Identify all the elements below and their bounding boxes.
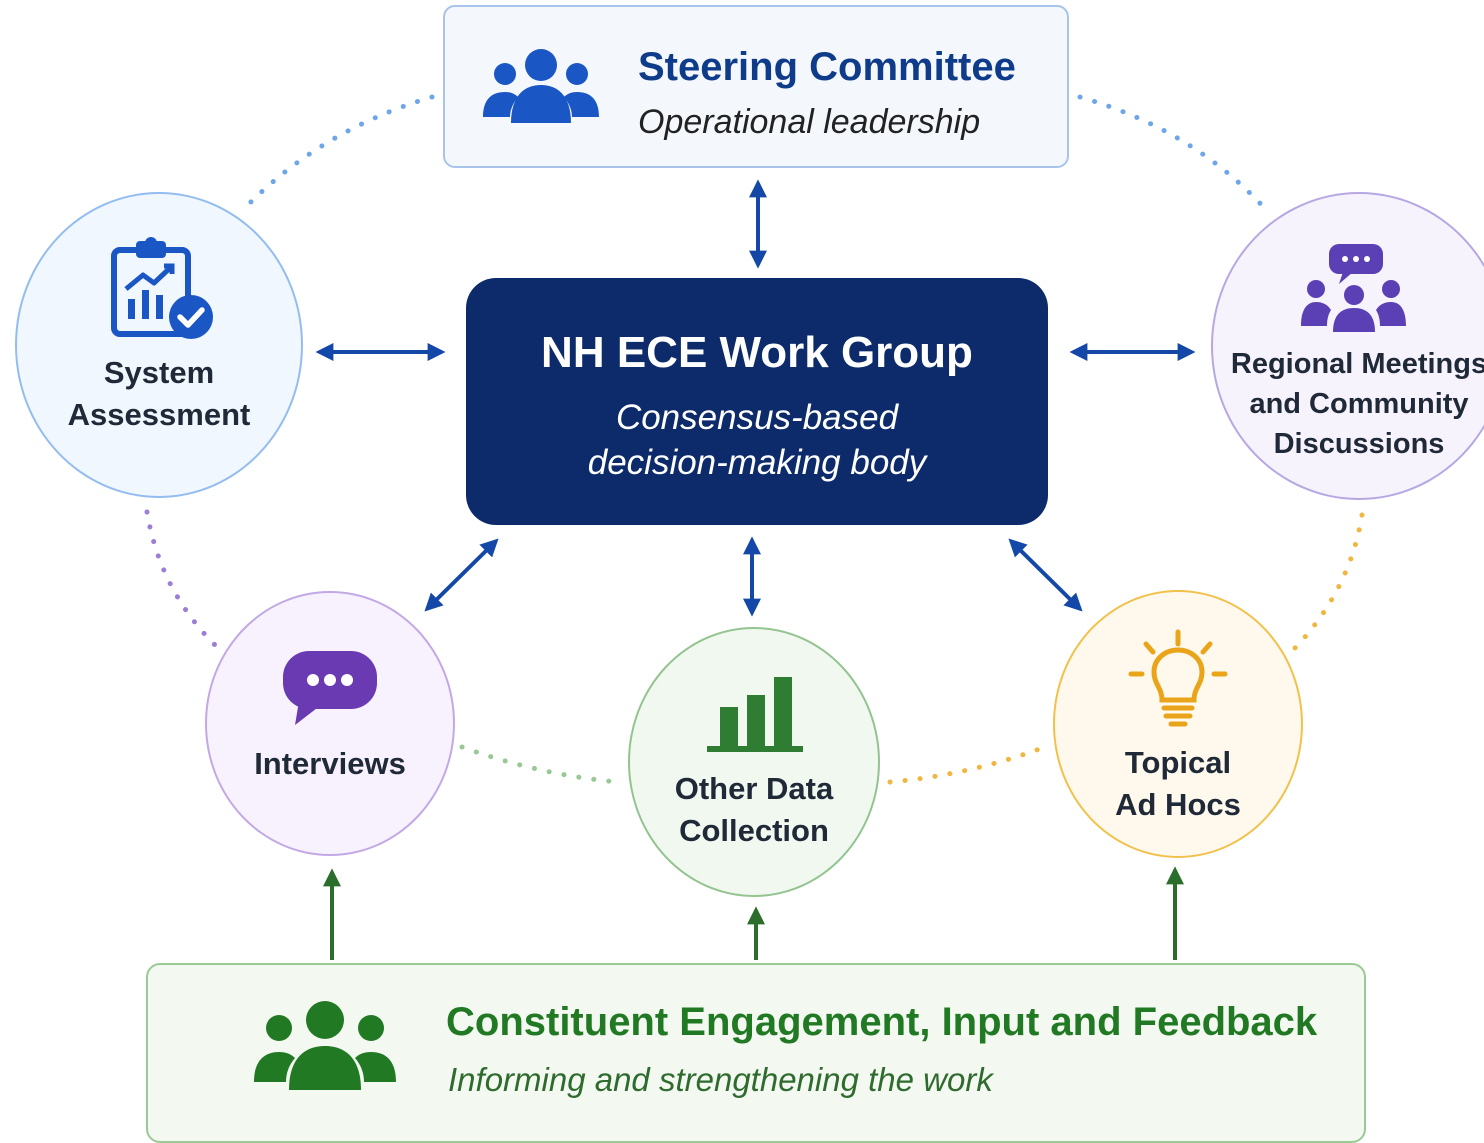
constituent-engagement-title: Constituent Engagement, Input and Feedba… [446, 1000, 1318, 1044]
regional-meetings-label-line1: Regional Meetings [1230, 348, 1484, 380]
group-chat-icon [1301, 244, 1406, 332]
arrow-topical-workgroup [1008, 538, 1083, 612]
dotted-link-regional-topical [1292, 512, 1365, 651]
work-group-subtitle-line2: decision-making body [587, 443, 927, 482]
steering-committee-title: Steering Committee [638, 45, 1016, 89]
dotted-link-system-interviews [144, 509, 218, 648]
bar-chart-icon [707, 677, 803, 752]
constituent-engagement-subtitle: Informing and strengthening the work [448, 1061, 993, 1098]
steering-committee-box: Steering Committee Operational leadershi… [443, 5, 1069, 168]
people-group-icon [483, 49, 599, 123]
steering-committee-subtitle: Operational leadership [638, 103, 981, 141]
topical-ad-hocs-node: Topical Ad Hocs [1053, 590, 1303, 858]
people-group-icon [254, 1001, 396, 1090]
dotted-link-interviews-otherdata [459, 744, 621, 785]
work-group-title: NH ECE Work Group [541, 328, 973, 377]
clipboard-chart-check-icon [111, 237, 213, 339]
system-assessment-label-line1: System [103, 355, 215, 390]
constituent-engagement-box: Constituent Engagement, Input and Feedba… [146, 963, 1366, 1143]
arrow-interviews-workgroup [424, 538, 499, 612]
other-data-collection-label-line2: Collection [679, 813, 829, 848]
regional-meetings-label-line2: and Community [1249, 388, 1469, 420]
topical-ad-hocs-label-line1: Topical [1124, 745, 1232, 780]
lightbulb-icon [1128, 629, 1228, 727]
other-data-collection-node: Other Data Collection [628, 627, 880, 897]
system-assessment-label-line2: Assessment [67, 397, 251, 432]
other-data-collection-label-line1: Other Data [674, 771, 834, 806]
speech-bubble-icon [283, 651, 377, 725]
interviews-node: Interviews [205, 591, 455, 856]
system-assessment-node: System Assessment [15, 192, 303, 498]
interviews-label: Interviews [254, 746, 406, 781]
dotted-link-otherdata-topical [887, 744, 1048, 785]
dotted-link-steering-system [240, 94, 435, 213]
work-group-subtitle-line1: Consensus-based [615, 398, 899, 437]
regional-meetings-node: Regional Meetings and Community Discussi… [1211, 192, 1484, 500]
topical-ad-hocs-label-line2: Ad Hocs [1115, 787, 1241, 822]
work-group-box: NH ECE Work Group Consensus-based decisi… [466, 278, 1048, 525]
dotted-link-steering-regional [1077, 94, 1271, 215]
regional-meetings-label-line3: Discussions [1273, 428, 1445, 460]
